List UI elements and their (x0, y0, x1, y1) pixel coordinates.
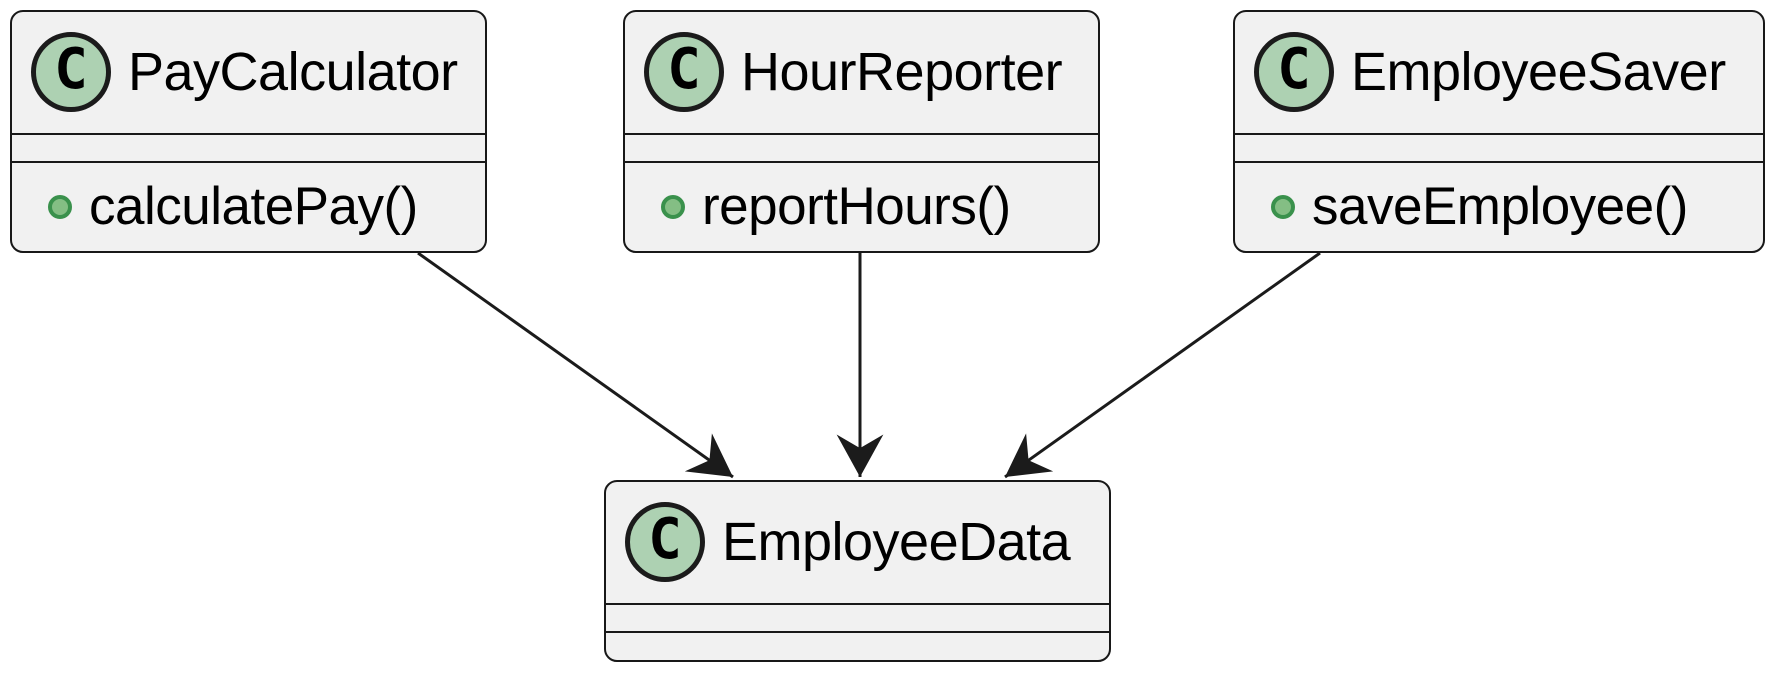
class-header: C EmployeeSaver (1235, 12, 1763, 133)
method-name: reportHours() (702, 177, 1011, 237)
public-method-icon (1271, 194, 1295, 219)
badge-letter: C (667, 37, 701, 103)
class-header: C HourReporter (625, 12, 1098, 133)
class-box-employeesaver: C EmployeeSaver saveEmployee() (1233, 10, 1765, 253)
attributes-section (1235, 132, 1763, 163)
class-box-hourreporter: C HourReporter reportHours() (623, 10, 1100, 253)
class-badge-icon: C (625, 502, 705, 583)
dependency-arrow-paycalculator-employeedata (417, 251, 734, 479)
badge-letter: C (1277, 37, 1311, 103)
methods-section (606, 633, 1109, 661)
attributes-section (12, 132, 485, 163)
class-name: PayCalculator (128, 42, 458, 103)
public-method-icon (661, 194, 685, 219)
attributes-section (606, 602, 1109, 633)
methods-section: saveEmployee() (1235, 163, 1763, 252)
badge-letter: C (54, 37, 88, 103)
badge-letter: C (648, 507, 682, 573)
class-badge-icon: C (644, 32, 724, 113)
class-header: C EmployeeData (606, 482, 1109, 603)
class-name: EmployeeSaver (1351, 42, 1726, 103)
class-badge-icon: C (1254, 32, 1334, 113)
class-name: EmployeeData (722, 512, 1071, 573)
class-badge-icon: C (31, 32, 111, 113)
methods-section: reportHours() (625, 163, 1098, 252)
dependency-arrow-employeesaver-employeedata (1004, 251, 1321, 479)
class-name: HourReporter (741, 42, 1063, 103)
method-name: calculatePay() (89, 177, 418, 237)
class-box-paycalculator: C PayCalculator calculatePay() (10, 10, 487, 253)
methods-section: calculatePay() (12, 163, 485, 252)
attributes-section (625, 132, 1098, 163)
public-method-icon (48, 194, 72, 219)
class-box-employeedata: C EmployeeData (604, 480, 1111, 662)
method-name: saveEmployee() (1312, 177, 1688, 237)
class-header: C PayCalculator (12, 12, 485, 133)
